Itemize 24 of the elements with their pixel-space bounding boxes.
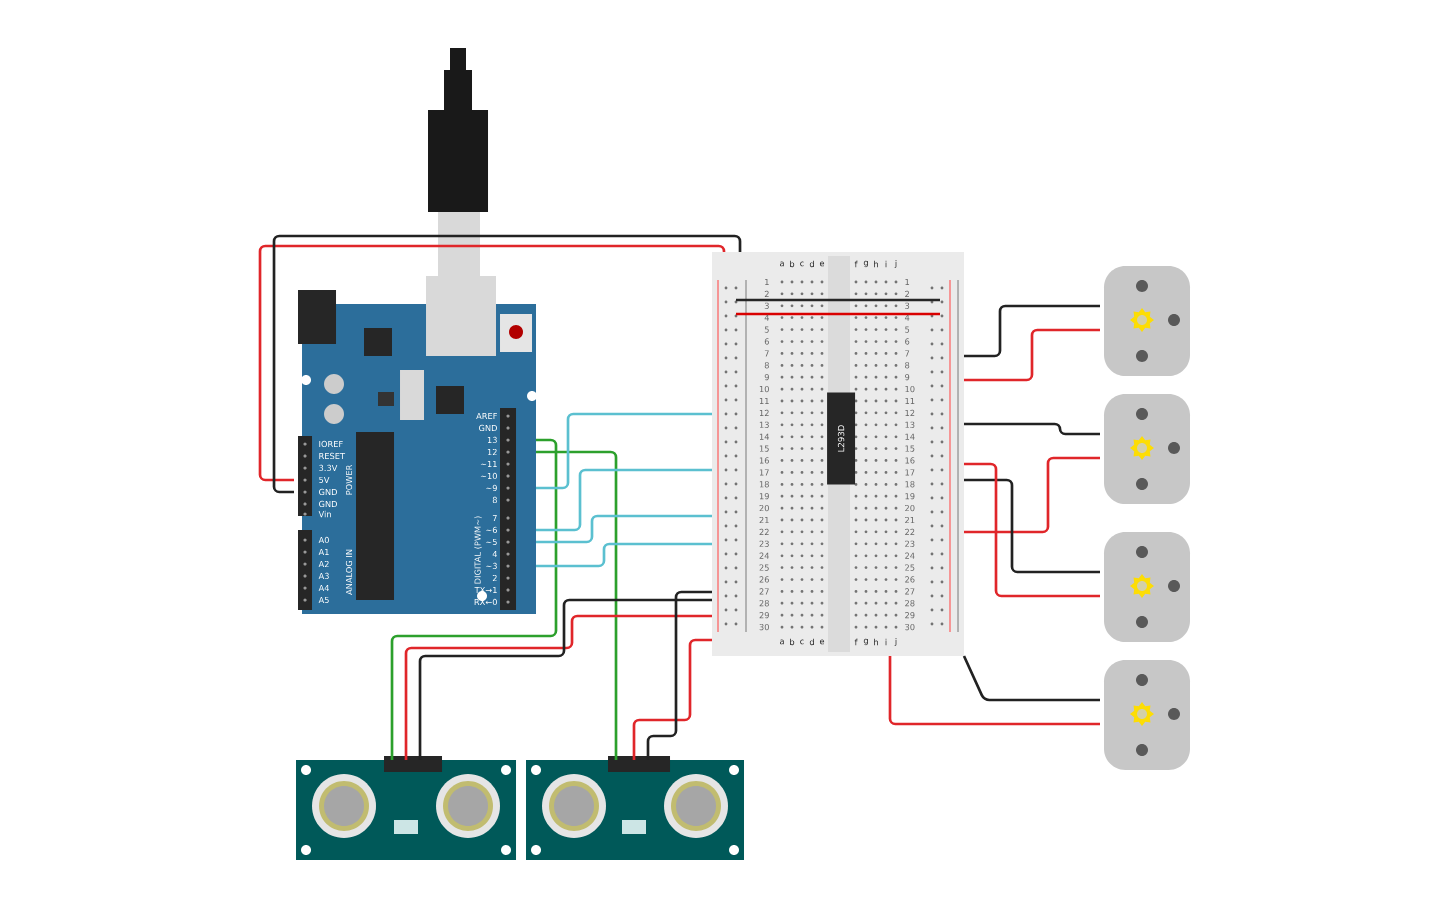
wire	[888, 656, 1100, 726]
wire	[536, 412, 712, 490]
motor-drawing	[1104, 532, 1190, 642]
wire	[390, 438, 558, 760]
motor-drawing	[1104, 266, 1190, 376]
wire	[536, 514, 712, 544]
wire	[964, 422, 1100, 436]
wire	[964, 478, 1100, 574]
wire	[646, 590, 712, 760]
wire	[964, 462, 1100, 598]
wire	[632, 638, 712, 760]
ultrasonic-sensor-drawing	[526, 756, 744, 860]
wire	[964, 456, 1100, 534]
wire	[962, 655, 1100, 702]
motor-drawing	[1104, 660, 1190, 770]
breadboard-drawing	[712, 252, 964, 656]
wire	[964, 304, 1100, 358]
microcontroller-board-drawing	[298, 276, 537, 614]
wire	[536, 450, 618, 760]
wire	[536, 468, 712, 532]
wire	[964, 328, 1100, 382]
ultrasonic-sensor-drawing	[296, 756, 516, 860]
wire	[536, 542, 712, 568]
motor-drawing	[1104, 394, 1190, 504]
